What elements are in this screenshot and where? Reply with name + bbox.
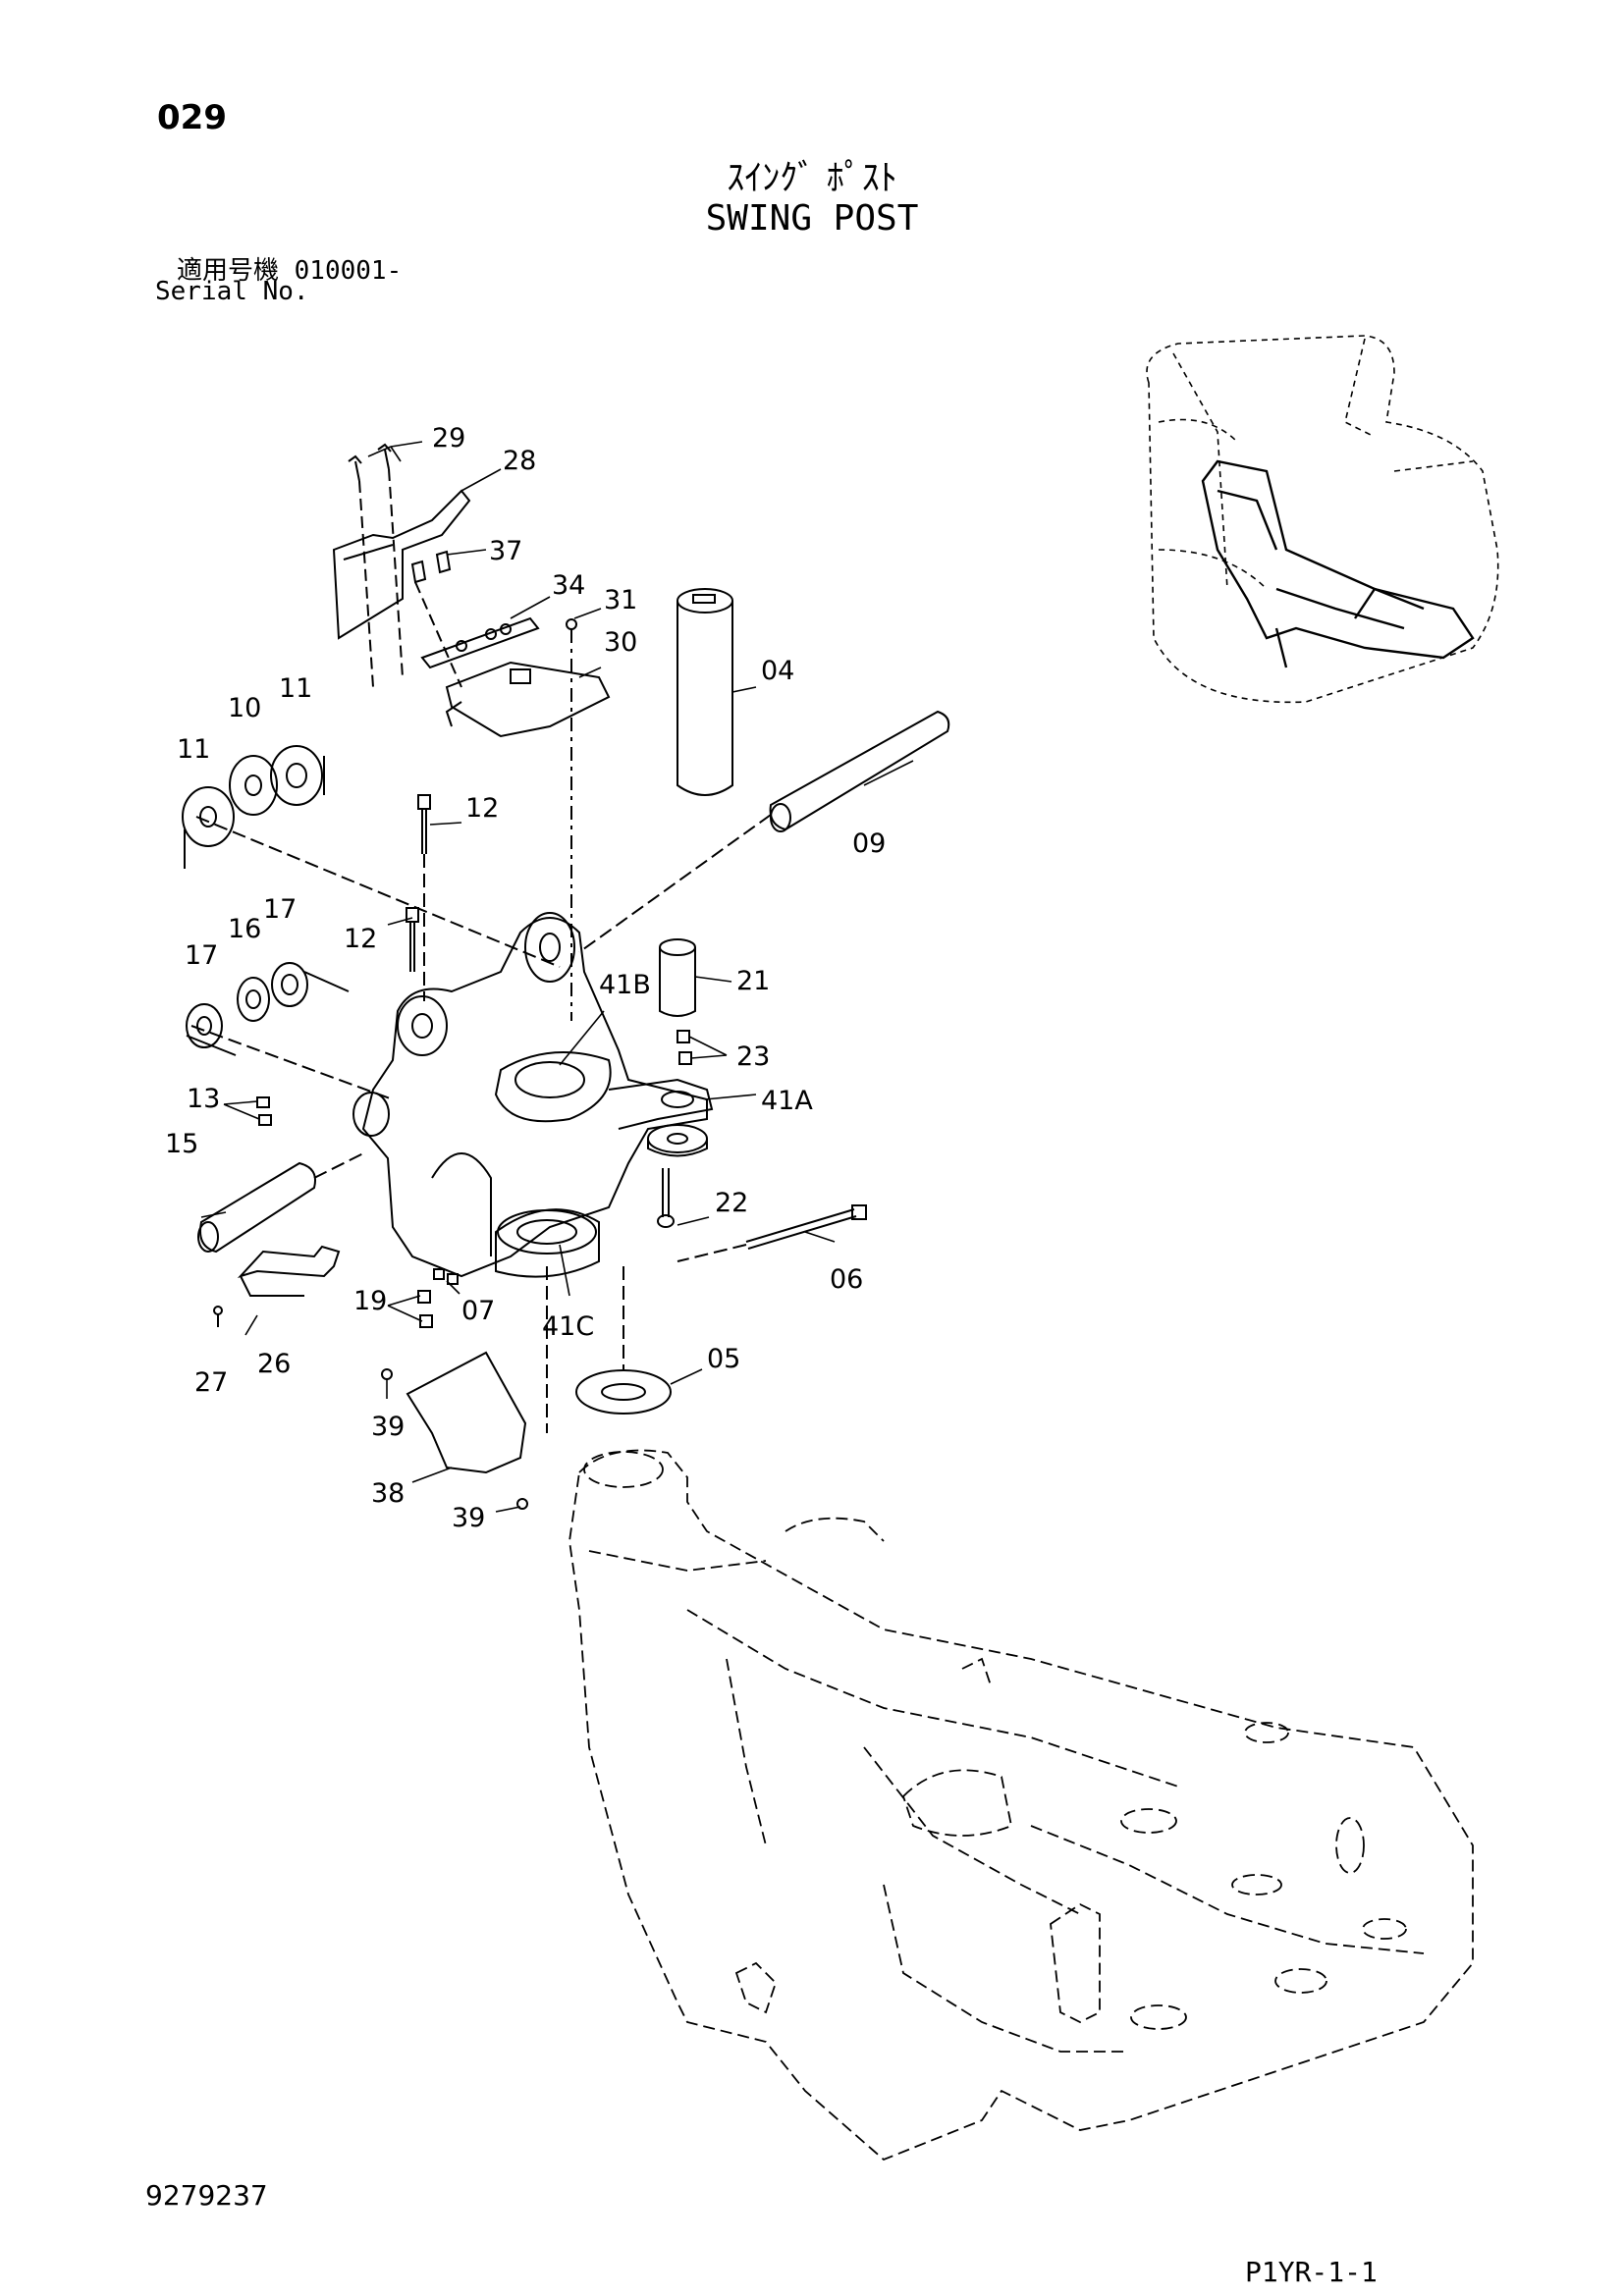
swing-post-body <box>352 912 708 1278</box>
label-41A: 41A <box>761 1086 813 1116</box>
pin-21 <box>659 938 696 1017</box>
bolt-39-top <box>381 1368 393 1380</box>
axis-lower-pin <box>190 1025 394 1100</box>
bolt-12-long <box>417 794 431 854</box>
title-japanese: ｽｲﾝｸﾞ ﾎﾟｽﾄ <box>727 158 897 198</box>
label-37: 37 <box>489 536 522 566</box>
label-19: 19 <box>353 1286 387 1316</box>
title-english: SWING POST <box>705 198 919 239</box>
nuts-07 <box>433 1268 459 1285</box>
label-38: 38 <box>371 1478 405 1509</box>
pins-37 <box>410 550 462 688</box>
shaft-09 <box>769 710 950 832</box>
serial-label-english: Serial No. <box>155 277 309 306</box>
page-code: P1YR-1-1 <box>1245 2256 1378 2288</box>
axis-15 <box>313 1152 364 1179</box>
label-10: 10 <box>228 693 261 723</box>
axis-upper-pin <box>195 816 561 968</box>
label-07: 07 <box>461 1296 495 1326</box>
plate-30 <box>445 661 611 738</box>
label-26: 26 <box>257 1349 291 1379</box>
label-11-right: 11 <box>279 673 312 704</box>
label-13: 13 <box>187 1084 220 1114</box>
label-34: 34 <box>552 570 585 601</box>
label-09: 09 <box>852 828 886 859</box>
label-16: 16 <box>228 914 261 944</box>
serial-label-japanese: 適用号機 010001- <box>177 256 403 286</box>
label-04: 04 <box>761 656 794 686</box>
leader-lines <box>200 441 914 1513</box>
bolt-12-short <box>406 907 419 972</box>
pin-15 <box>197 1161 316 1254</box>
washer-05 <box>575 1369 672 1415</box>
axis-09 <box>578 814 772 953</box>
document-number: 9279237 <box>145 2179 268 2212</box>
label-27: 27 <box>194 1367 228 1398</box>
cover-plate-28 <box>332 489 471 640</box>
label-11-left: 11 <box>177 734 210 765</box>
label-06: 06 <box>830 1264 863 1295</box>
washers-17-16-17 <box>186 962 350 1056</box>
label-15: 15 <box>165 1129 198 1159</box>
label-05: 05 <box>707 1344 740 1374</box>
nuts-13 <box>256 1096 272 1126</box>
inset-highlighted-frame <box>1201 459 1475 668</box>
bolt-39-bottom <box>516 1498 528 1510</box>
cylinder-04 <box>677 588 733 796</box>
bushing-41A <box>647 1124 708 1157</box>
label-17-left: 17 <box>185 940 218 971</box>
cover-38 <box>406 1351 527 1474</box>
machine-location-inset <box>1146 335 1499 704</box>
label-39-upper: 39 <box>371 1412 405 1442</box>
bolts-29 <box>348 443 404 688</box>
label-39-lower: 39 <box>452 1503 485 1533</box>
bolt-06 <box>745 1204 867 1250</box>
label-31: 31 <box>604 585 637 615</box>
axis-06 <box>677 1244 747 1262</box>
ring-41C <box>495 1208 600 1278</box>
washers-11-10-11 <box>182 745 325 869</box>
label-17-right: 17 <box>263 894 297 925</box>
label-29: 29 <box>432 423 465 454</box>
label-12-upper: 12 <box>465 793 499 824</box>
bracket-34 <box>420 616 540 669</box>
bolt-27 <box>213 1306 223 1327</box>
main-frame <box>568 1449 1474 2162</box>
label-21: 21 <box>736 966 770 996</box>
label-41C: 41C <box>542 1311 594 1342</box>
nuts-23 <box>677 1030 692 1065</box>
label-22: 22 <box>715 1188 748 1218</box>
label-41B: 41B <box>599 970 651 1000</box>
label-30: 30 <box>604 627 637 658</box>
label-12-lower: 12 <box>344 924 377 954</box>
page-number: 029 <box>157 98 227 137</box>
guard-26 <box>237 1245 341 1297</box>
bolt-22 <box>657 1168 675 1228</box>
bolt-31 <box>566 618 577 630</box>
label-23: 23 <box>736 1041 770 1072</box>
label-28: 28 <box>503 446 536 476</box>
